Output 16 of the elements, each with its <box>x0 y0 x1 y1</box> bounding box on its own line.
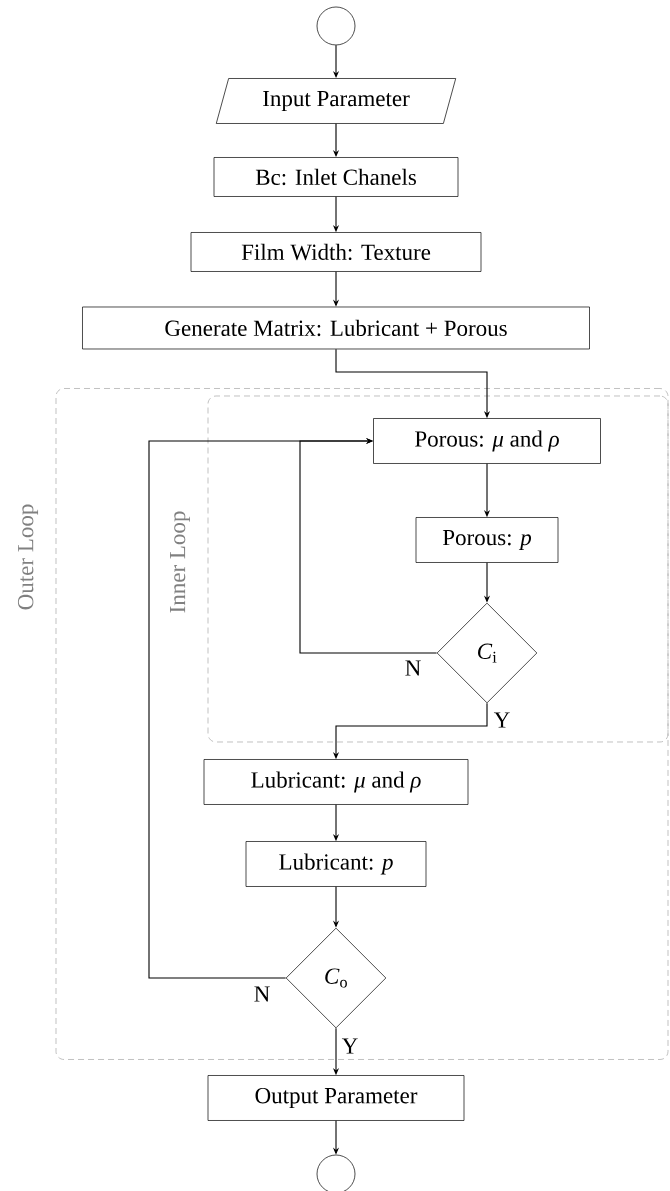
process-box: Generate Matrix: Lubricant + Porous <box>82 306 590 350</box>
terminal-circle <box>316 6 356 46</box>
edge-label: Y <box>493 712 510 728</box>
process-box: Lubricant: p <box>245 841 427 887</box>
process-box: Porous: μ and ρ <box>373 418 601 464</box>
process-box: Output Parameter <box>207 1075 465 1121</box>
edge-label: N <box>405 660 421 676</box>
input-output-box: Input Parameter <box>215 78 457 124</box>
process-box: Film Width: Texture <box>190 232 482 272</box>
edge-label: Y <box>341 1038 358 1054</box>
edge-label: N <box>254 986 270 1002</box>
loop-label: Outer Loop <box>17 504 39 610</box>
process-box: Porous: p <box>415 517 559 563</box>
process-box: Bc: Inlet Chanels <box>213 157 459 197</box>
process-box: Lubricant: μ and ρ <box>203 759 469 805</box>
loop-label: Inner Loop <box>170 511 190 613</box>
